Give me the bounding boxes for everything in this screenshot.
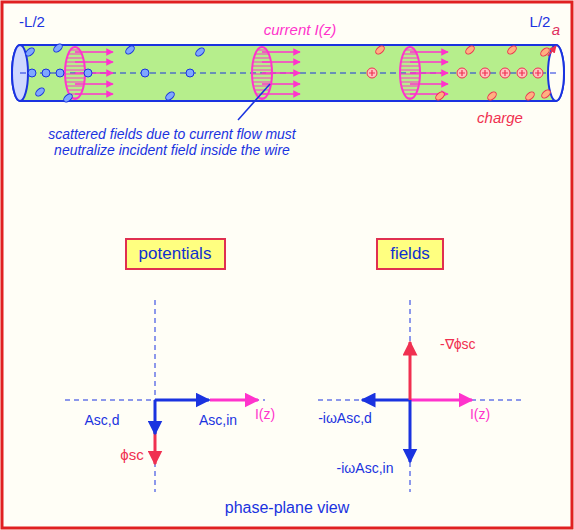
field-label: -∇ϕsc bbox=[440, 336, 476, 352]
potential-label: Asc,in bbox=[199, 412, 237, 428]
fields-plane bbox=[318, 300, 525, 492]
wire bbox=[12, 45, 564, 101]
potentials-plane bbox=[65, 300, 265, 492]
end-label: -L/2 bbox=[19, 13, 45, 30]
field-label: -iωAsc,d bbox=[318, 410, 372, 426]
charge-label: charge bbox=[477, 109, 523, 126]
radius-arrow bbox=[548, 46, 556, 56]
potential-label: Asc,d bbox=[84, 412, 119, 428]
box-title: fields bbox=[380, 240, 440, 268]
title-box: fields bbox=[376, 238, 444, 270]
radius-label: a bbox=[552, 21, 560, 38]
leader-line bbox=[238, 84, 270, 120]
potential-label: ϕsc bbox=[120, 446, 143, 463]
current-phasor-label: I(z) bbox=[255, 406, 275, 422]
charges bbox=[24, 42, 552, 103]
note: scattered fields due to current flow mus… bbox=[37, 126, 307, 158]
caption-text: phase-plane view bbox=[225, 499, 350, 517]
field-label: -iωAsc,in bbox=[337, 460, 394, 476]
box-title: potentials bbox=[129, 240, 222, 268]
wire-axis bbox=[20, 72, 556, 73]
end-label: L/2 bbox=[530, 13, 551, 30]
current-phasor-label: I(z) bbox=[470, 406, 490, 422]
current-sections bbox=[65, 47, 448, 99]
title-box: potentials bbox=[125, 238, 226, 270]
current-label: current I(z) bbox=[264, 21, 337, 38]
